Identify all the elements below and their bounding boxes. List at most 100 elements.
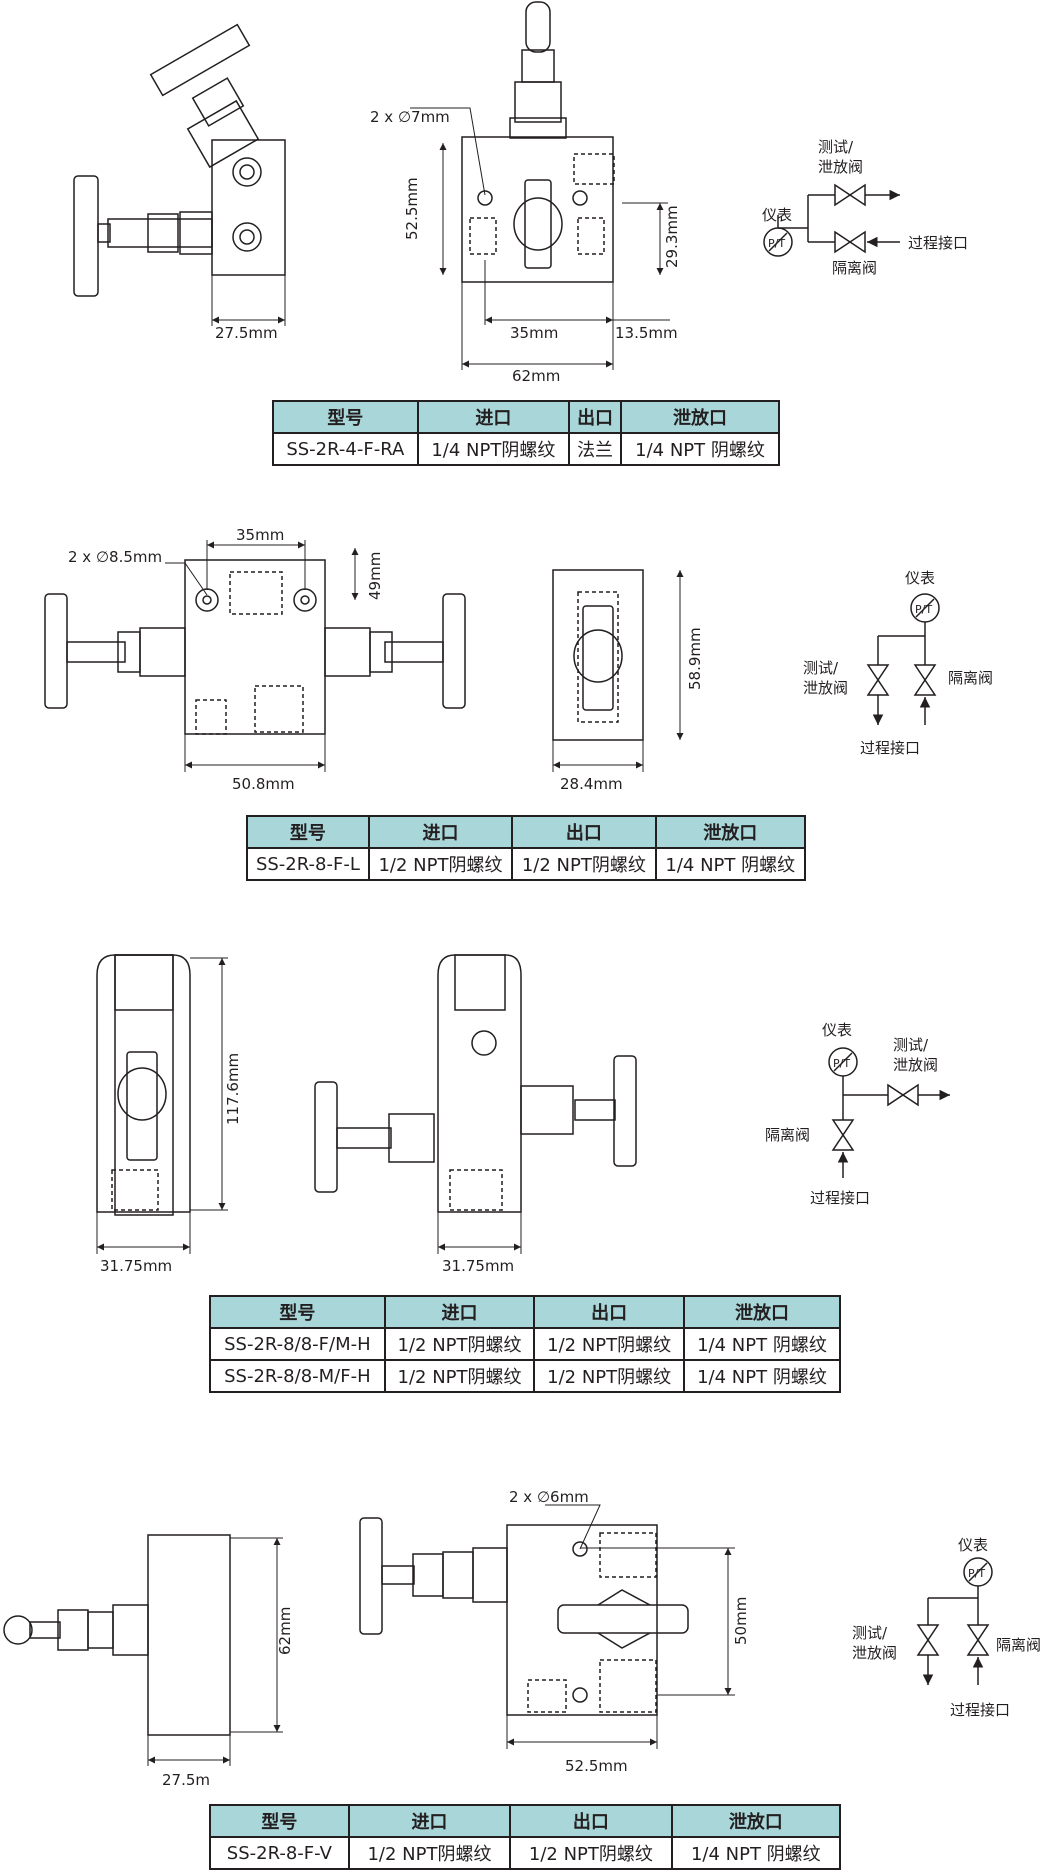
s2-width-label: 35mm <box>236 526 284 544</box>
s1-width-label: 27.5mm <box>215 324 278 342</box>
model-cell: SS-2R-8/8-F/M-H <box>209 1327 386 1361</box>
inlet-header: 进口 <box>347 1804 512 1838</box>
section4-side-view <box>3 1534 231 1736</box>
s2-width2-label: 50.8mm <box>232 775 295 793</box>
s1-width3-label: 13.5mm <box>615 324 678 342</box>
s2-height-label: 49mm <box>366 552 384 600</box>
s2-vent-label: 泄放阀 <box>803 679 848 697</box>
s4-width-label: 27.5m <box>162 1771 210 1789</box>
s4-isolation-label: 隔离阀 <box>996 1636 1041 1654</box>
s2-hole-label: 2 x ∅8.5mm <box>68 548 162 566</box>
s1-height2-label: 29.3mm <box>663 205 681 268</box>
vent-header: 泄放口 <box>620 400 780 434</box>
model-cell: SS-2R-4-F-RA <box>272 432 419 466</box>
s1-isolation-label: 隔离阀 <box>832 259 877 277</box>
s4-width2-label: 52.5mm <box>565 1757 628 1775</box>
s1-width4-label: 62mm <box>512 367 560 385</box>
spec-table-3: 型号 进口 出口 泄放口 SS-2R-8/8-F/M-H 1/2 NPT阴螺纹 … <box>209 1295 842 1393</box>
inlet-header: 进口 <box>383 1295 536 1329</box>
vent-cell: 1/4 NPT 阴螺纹 <box>682 1359 842 1393</box>
model-header: 型号 <box>246 815 370 849</box>
s4-gauge-label: 仪表 <box>958 1536 988 1554</box>
inlet-cell: 1/4 NPT阴螺纹 <box>416 432 571 466</box>
table-row: SS-2R-8/8-M/F-H 1/2 NPT阴螺纹 1/2 NPT阴螺纹 1/… <box>209 1359 842 1393</box>
spec-table-1: 型号 进口 出口 泄放口 SS-2R-4-F-RA 1/4 NPT阴螺纹 法兰 … <box>272 400 780 466</box>
inlet-cell: 1/2 NPT阴螺纹 <box>383 1327 536 1361</box>
table-row: SS-2R-4-F-RA 1/4 NPT阴螺纹 法兰 1/4 NPT 阴螺纹 <box>272 432 780 466</box>
vent-cell: 1/4 NPT 阴螺纹 <box>670 1836 842 1870</box>
s2-isolation-label: 隔离阀 <box>948 669 993 687</box>
s2-process-label: 过程接口 <box>860 739 920 757</box>
vent-header: 泄放口 <box>654 815 807 849</box>
vent-cell: 1/4 NPT 阴螺纹 <box>654 847 807 881</box>
outlet-header: 出口 <box>568 400 623 434</box>
table-header-row: 型号 进口 出口 泄放口 <box>272 400 780 434</box>
inlet-header: 进口 <box>416 400 571 434</box>
s3-width2-label: 31.75mm <box>442 1257 514 1275</box>
section3-side-view <box>96 954 191 1216</box>
s2-width3-label: 28.4mm <box>560 775 623 793</box>
s3-vent-label: 泄放阀 <box>893 1056 938 1074</box>
inlet-header: 进口 <box>367 815 514 849</box>
table-row: SS-2R-8/8-F/M-H 1/2 NPT阴螺纹 1/2 NPT阴螺纹 1/… <box>209 1327 842 1361</box>
s3-isolation-label: 隔离阀 <box>765 1126 810 1144</box>
section1-side-view <box>73 23 286 297</box>
table-row: SS-2R-8-F-L 1/2 NPT阴螺纹 1/2 NPT阴螺纹 1/4 NP… <box>246 847 807 881</box>
section1-front-view <box>461 1 615 283</box>
s2-gauge-label: 仪表 <box>905 569 935 587</box>
s3-height-label: 117.6mm <box>224 1053 242 1125</box>
table-row: SS-2R-8-F-V 1/2 NPT阴螺纹 1/2 NPT阴螺纹 1/4 NP… <box>209 1836 842 1870</box>
section3-front-view <box>314 954 637 1213</box>
section4-front-view <box>359 1517 689 1716</box>
s3-gauge-label: 仪表 <box>822 1021 852 1039</box>
s1-width2-label: 35mm <box>510 324 558 342</box>
section2-side-view <box>552 569 644 741</box>
vent-header: 泄放口 <box>670 1804 842 1838</box>
s2-test-label: 测试/ <box>803 659 839 677</box>
vent-cell: 1/4 NPT 阴螺纹 <box>620 432 780 466</box>
section1-dimension-lines <box>211 107 670 370</box>
inlet-cell: 1/2 NPT阴螺纹 <box>383 1359 536 1393</box>
s3-process-label: 过程接口 <box>810 1189 870 1207</box>
outlet-cell: 1/2 NPT阴螺纹 <box>533 1359 685 1393</box>
s4-test-label: 测试/ <box>852 1624 888 1642</box>
vent-header: 泄放口 <box>682 1295 842 1329</box>
spec-table-2: 型号 进口 出口 泄放口 SS-2R-8-F-L 1/2 NPT阴螺纹 1/2 … <box>246 815 807 881</box>
outlet-cell: 1/2 NPT阴螺纹 <box>511 847 657 881</box>
table-header-row: 型号 进口 出口 泄放口 <box>209 1804 842 1838</box>
s1-test-label: 测试/ <box>818 138 854 156</box>
s1-hole-label: 2 x ∅7mm <box>370 108 450 126</box>
s3-width-label: 31.75mm <box>100 1257 172 1275</box>
model-cell: SS-2R-8-F-L <box>246 847 370 881</box>
inlet-cell: 1/2 NPT阴螺纹 <box>367 847 514 881</box>
s1-height-label: 52.5mm <box>403 177 421 240</box>
s1-process-label: 过程接口 <box>908 234 968 252</box>
section3-schematic <box>828 1047 950 1178</box>
spec-table-4: 型号 进口 出口 泄放口 SS-2R-8-F-V 1/2 NPT阴螺纹 1/2 … <box>209 1804 842 1870</box>
section1-schematic <box>763 183 900 257</box>
section2-dimension-lines <box>165 540 684 772</box>
outlet-header: 出口 <box>509 1804 673 1838</box>
outlet-cell: 1/2 NPT阴螺纹 <box>533 1327 685 1361</box>
table-header-row: 型号 进口 出口 泄放口 <box>209 1295 842 1329</box>
section4-schematic <box>916 1557 993 1685</box>
s4-vent-label: 泄放阀 <box>852 1644 897 1662</box>
s4-height-label: 62mm <box>276 1607 294 1655</box>
s4-height2-label: 50mm <box>732 1597 750 1645</box>
s1-gauge-label: 仪表 <box>762 206 792 224</box>
s3-test-label: 测试/ <box>893 1036 929 1054</box>
section3-dimension-lines <box>96 957 522 1254</box>
model-header: 型号 <box>209 1804 350 1838</box>
vent-cell: 1/4 NPT 阴螺纹 <box>682 1327 842 1361</box>
section2-schematic <box>866 593 940 725</box>
s4-process-label: 过程接口 <box>950 1701 1010 1719</box>
s2-height2-label: 58.9mm <box>686 627 704 690</box>
s1-vent-label: 泄放阀 <box>818 158 863 176</box>
s2-pt-label: P/T <box>915 603 932 616</box>
outlet-cell: 1/2 NPT阴螺纹 <box>509 1836 673 1870</box>
s3-pt-label: P/T <box>833 1057 850 1070</box>
outlet-cell: 法兰 <box>568 432 623 466</box>
s1-pt-label: P/T <box>768 237 785 250</box>
model-cell: SS-2R-8/8-M/F-H <box>209 1359 386 1393</box>
